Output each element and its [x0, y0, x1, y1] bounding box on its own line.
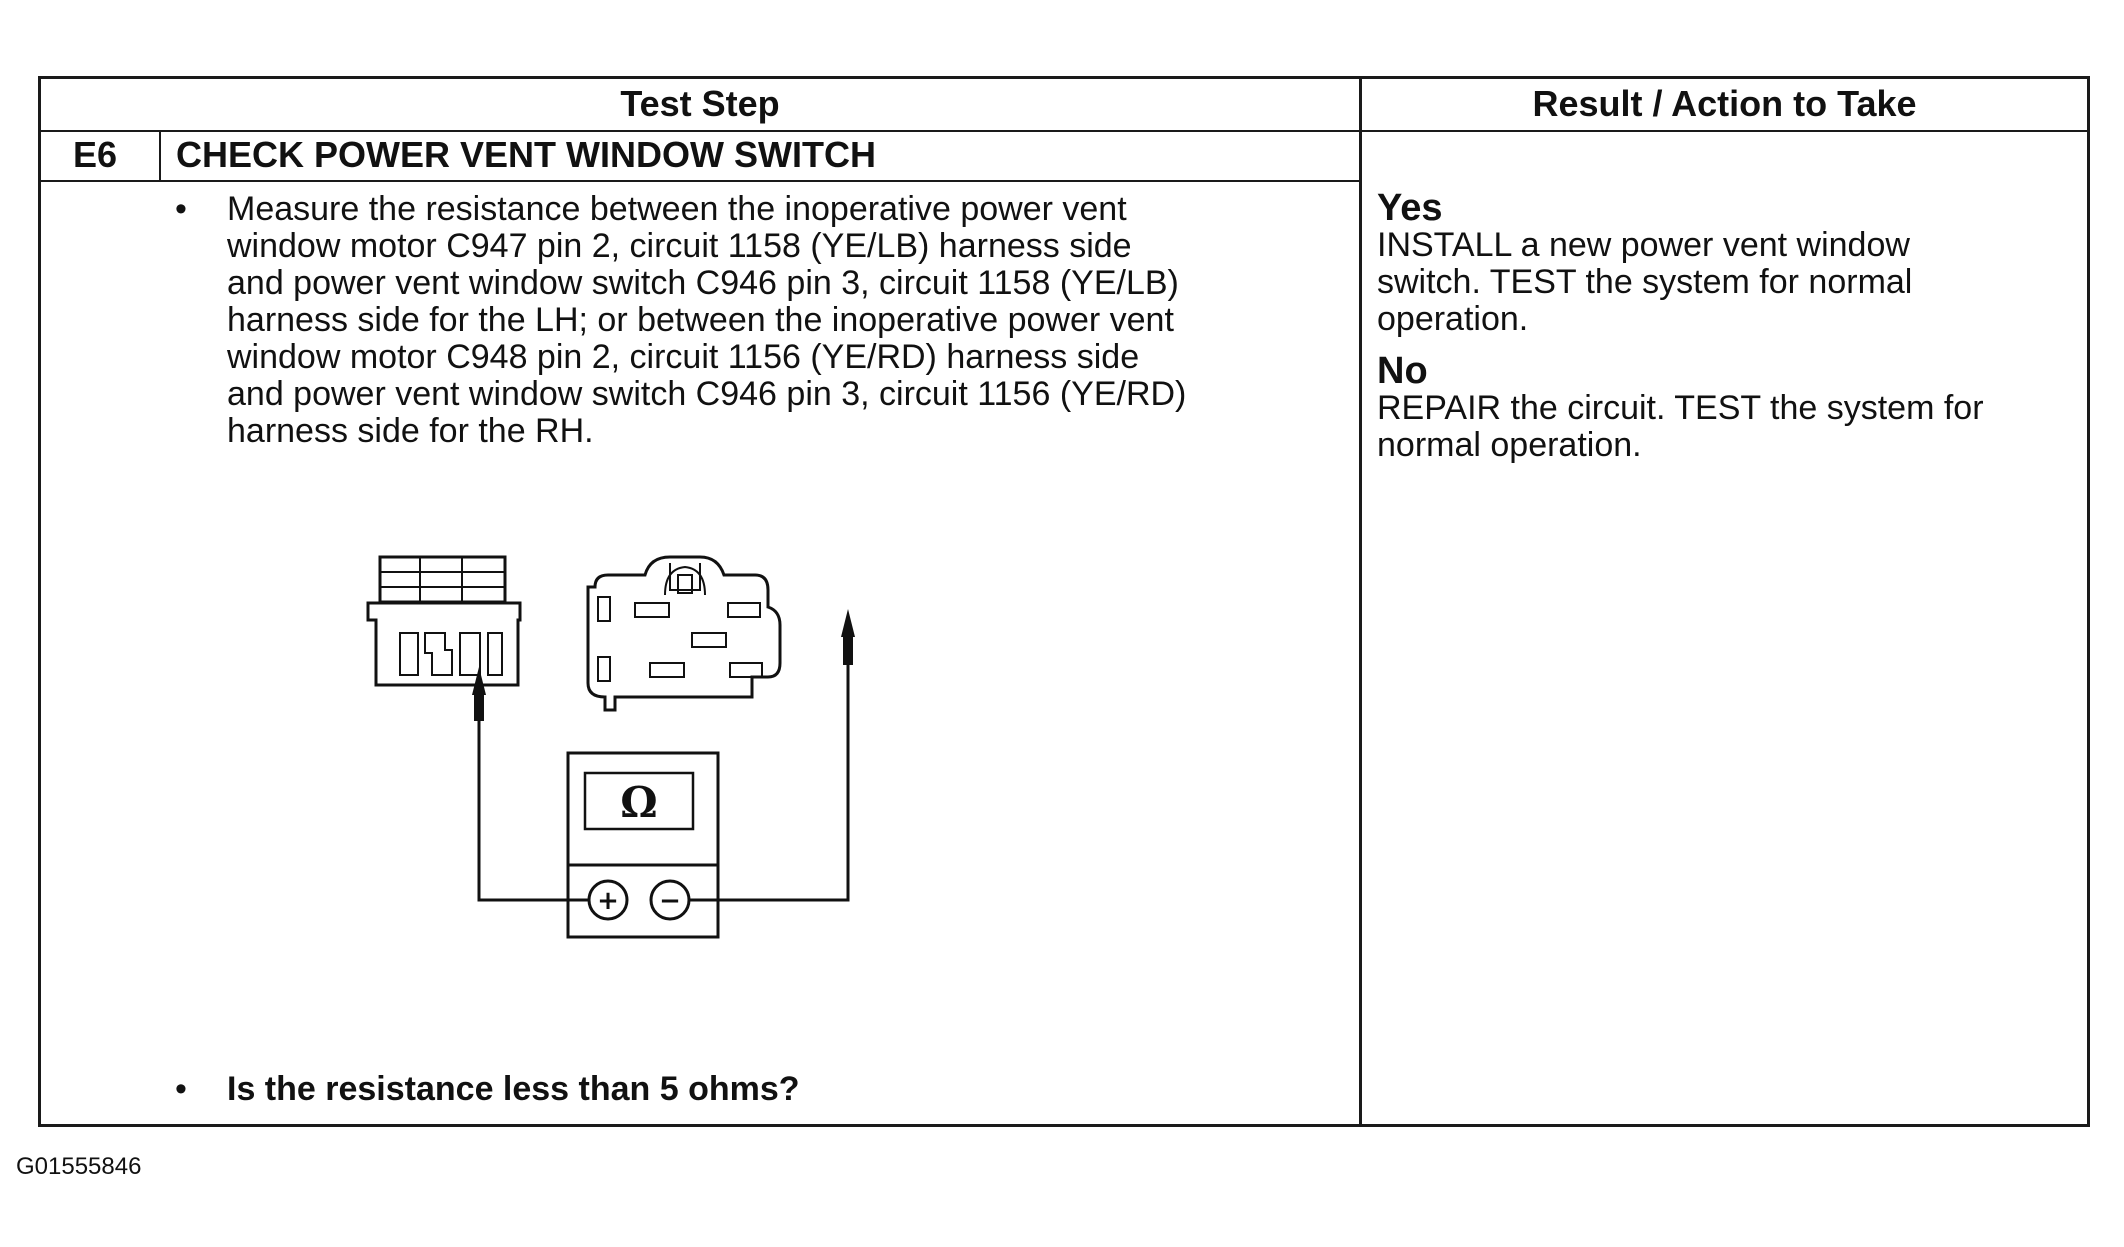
- result-no-action: REPAIR the circuit. TEST the system for …: [1377, 389, 1984, 464]
- step-id: E6: [73, 134, 118, 175]
- header-divider: [41, 130, 2087, 132]
- meter-negative-terminal: −: [659, 886, 681, 916]
- figure-id: G01555846: [16, 1153, 142, 1180]
- header-result-action: Result / Action to Take: [1532, 83, 1917, 124]
- step-title-divider: [41, 180, 1359, 182]
- switch-connector-icon: [586, 555, 782, 712]
- instruction-bullet: •: [175, 190, 187, 228]
- step-id-divider: [159, 130, 161, 181]
- column-divider: [1359, 79, 1362, 1124]
- test-step-table: Test Step Result / Action to Take E6 CHE…: [38, 76, 2090, 1127]
- negative-test-lead: [689, 609, 855, 902]
- meter-positive-terminal: +: [597, 886, 619, 916]
- header-test-step: Test Step: [620, 83, 780, 124]
- ohmmeter-test-diagram: Ω + −: [366, 555, 855, 939]
- motor-connector-icon: [366, 555, 522, 687]
- question-text: Is the resistance less than 5 ohms?: [227, 1070, 800, 1108]
- result-no-label: No: [1377, 350, 1428, 392]
- meter-ohm-symbol: Ω: [620, 778, 657, 827]
- instruction-text: Measure the resistance between the inope…: [227, 190, 1187, 450]
- result-yes-label: Yes: [1377, 187, 1443, 229]
- result-yes-action: INSTALL a new power vent window switch. …: [1377, 226, 1913, 338]
- question-bullet: •: [175, 1070, 187, 1108]
- positive-test-lead: [472, 667, 589, 902]
- step-title: CHECK POWER VENT WINDOW SWITCH: [176, 134, 876, 175]
